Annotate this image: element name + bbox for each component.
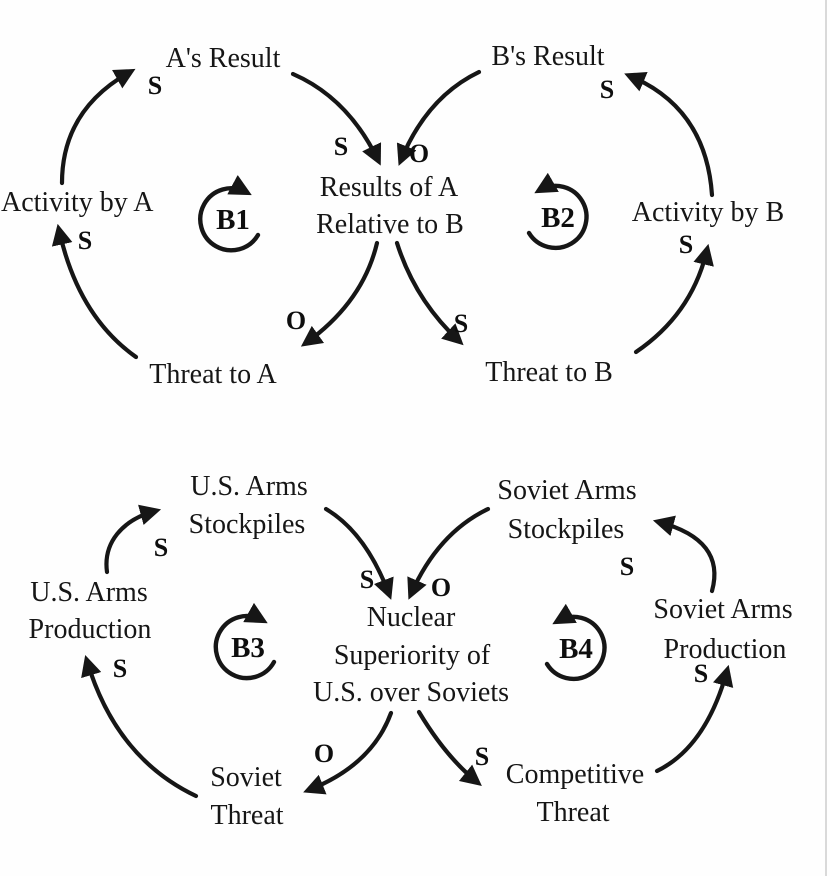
scan-edge-artifact (825, 0, 827, 876)
arrow-activity-a-to-as-result (59, 68, 136, 186)
polarity-results-to-threat-b: S (454, 309, 468, 338)
node-results-label-line2: Relative to B (316, 209, 464, 240)
polarity-soviet-threat-to-us-production: S (113, 654, 127, 683)
polarity-soviet-production-to-soviet-stockpiles: S (620, 552, 634, 581)
arrow-us-stockpiles-to-nuclear (323, 506, 394, 600)
loop-b3-circle-arrow (213, 602, 277, 681)
arrow-us-production-to-us-stockpiles (104, 504, 162, 575)
node-nuclear-line1: Nuclear (367, 602, 456, 633)
polarity-nuclear-to-competitive-threat: S (475, 742, 489, 771)
node-us-stockpiles-line2: Stockpiles (189, 509, 306, 540)
polarity-nuclear-to-soviet-threat: O (314, 739, 334, 768)
node-soviet-threat-line2: Threat (210, 800, 283, 831)
polarity-bs-result-to-results: O (409, 139, 429, 168)
arms-race-diagram: B3 B4 U.S. Arms Stockpiles Soviet Arms S… (29, 471, 793, 831)
escalation-generic-diagram: B1 B2 A's Result B's Result Results of A… (1, 41, 784, 390)
node-activity-a-label: Activity by A (1, 187, 154, 218)
arrow-soviet-stockpiles-to-nuclear (407, 506, 491, 600)
loop-b4-circle-arrow (544, 603, 607, 682)
node-nuclear-line3: U.S. over Soviets (313, 677, 509, 708)
arrow-threat-b-to-activity-b (633, 243, 714, 355)
node-competitive-threat-line1: Competitive (506, 759, 644, 790)
node-results-label-line1: Results of A (320, 172, 459, 203)
loop-b1-circle-arrow (198, 175, 261, 253)
arrow-activity-b-to-bs-result (624, 72, 715, 198)
loop-b4-label: B4 (559, 633, 593, 665)
node-us-stockpiles-line1: U.S. Arms (190, 471, 307, 502)
arrow-competitive-threat-to-soviet-production (654, 664, 734, 774)
node-bs-result-label: B's Result (491, 41, 604, 72)
node-soviet-stockpiles-line2: Stockpiles (508, 514, 625, 545)
node-threat-b-label: Threat to B (485, 357, 613, 388)
arrow-nuclear-to-soviet-threat (303, 710, 394, 795)
node-competitive-threat-line2: Threat (536, 797, 609, 828)
polarity-threat-b-to-activity-b: S (679, 230, 693, 259)
arrow-results-to-threat-a (300, 240, 380, 347)
loop-b1-label: B1 (216, 204, 250, 236)
loop-b2-circle-arrow (526, 172, 589, 251)
polarity-competitive-threat-to-soviet-production: S (694, 659, 708, 688)
node-us-production-line2: Production (29, 614, 152, 645)
polarity-activity-b-to-bs-result: S (600, 75, 614, 104)
arrow-threat-a-to-activity-a (51, 223, 139, 360)
node-threat-a-label: Threat to A (149, 359, 277, 390)
loop-b2-label: B2 (541, 202, 575, 234)
polarity-us-stockpiles-to-nuclear: S (360, 565, 374, 594)
arrow-soviet-threat-to-us-production (81, 654, 199, 799)
polarity-activity-a-to-as-result: S (148, 71, 162, 100)
polarity-soviet-stockpiles-to-nuclear: O (431, 573, 451, 602)
arrow-soviet-production-to-soviet-stockpiles (652, 515, 717, 594)
arrow-nuclear-to-competitive-threat (416, 709, 482, 786)
polarity-us-production-to-us-stockpiles: S (154, 533, 168, 562)
node-us-production-line1: U.S. Arms (30, 577, 147, 608)
node-nuclear-line2: Superiority of (334, 640, 491, 671)
node-soviet-threat-line1: Soviet (210, 762, 282, 793)
loop-b3-label: B3 (231, 632, 265, 664)
node-soviet-production-line1: Soviet Arms (653, 594, 792, 625)
node-activity-b-label: Activity by B (632, 197, 784, 228)
polarity-as-result-to-results: S (334, 132, 348, 161)
node-as-result-label: A's Result (166, 43, 281, 74)
polarity-results-to-threat-a: O (286, 306, 306, 335)
arrow-bs-result-to-results (396, 69, 482, 166)
node-soviet-production-line2: Production (664, 634, 787, 665)
arrow-as-result-to-results (290, 71, 382, 166)
polarity-threat-a-to-activity-a: S (78, 226, 92, 255)
node-soviet-stockpiles-line1: Soviet Arms (497, 475, 636, 506)
arrow-results-to-threat-b (394, 240, 464, 346)
